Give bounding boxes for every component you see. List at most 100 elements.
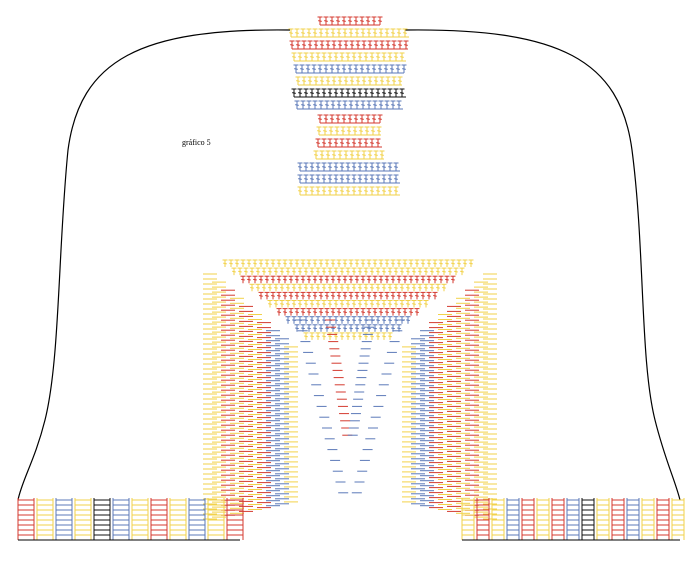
stitch-cross [295, 32, 299, 34]
stitch-cross [277, 311, 281, 313]
stitch-cross [328, 92, 332, 94]
stitch-cross [382, 270, 386, 273]
stitch-cross [332, 154, 336, 156]
stitch-cross [398, 44, 402, 46]
stitch-cross [241, 262, 245, 265]
stitch-cross [290, 44, 294, 46]
stitch-cross [372, 20, 376, 22]
stitch-cross [394, 92, 398, 94]
stitch-cross [320, 44, 324, 46]
stitch-cross [355, 278, 359, 281]
stitch-cross [334, 286, 338, 289]
stitch-cross [360, 20, 364, 22]
stitch-cross [256, 270, 260, 273]
stitch-cross [350, 154, 354, 156]
stitch-cross [382, 92, 386, 94]
stitch-cross [253, 278, 257, 281]
stitch-cross [355, 32, 359, 34]
stitch-cross [367, 327, 371, 330]
stitch-cross [436, 270, 440, 273]
stitch-cross [320, 80, 324, 82]
stitch-cross [394, 303, 398, 305]
stitch-cross [343, 311, 347, 313]
stitch-cross [310, 166, 314, 168]
stitch-cross [368, 80, 372, 82]
stitch-cross [328, 286, 332, 289]
stitch-cross [322, 335, 326, 338]
stitch-cross [400, 303, 404, 305]
stitch-cross [378, 20, 382, 22]
stitch-cross [338, 44, 342, 46]
stitch-cross [430, 270, 434, 273]
stitch-cross [274, 303, 278, 305]
stitch-cross [295, 295, 299, 297]
stitch-cross [326, 154, 330, 156]
stitch-cross [370, 190, 374, 192]
stitch-cross [392, 44, 396, 46]
stitch-cross [348, 20, 352, 22]
stitch-cross [382, 286, 386, 289]
stitch-cross [301, 295, 305, 297]
stitch-cross [433, 278, 437, 281]
stitch-cross [355, 295, 359, 297]
stitch-cross [378, 68, 382, 70]
stitch-cross [280, 303, 284, 305]
stitch-cross [367, 104, 371, 106]
stitch-cross [330, 118, 334, 120]
stitch-cross [421, 295, 425, 297]
stitch-cross [340, 303, 344, 305]
stitch-cross [368, 154, 372, 156]
stitch-cross [398, 80, 402, 82]
stitch-cross [391, 104, 395, 106]
stitch-cross [352, 286, 356, 289]
stitch-cross [368, 44, 372, 46]
stitch-cross [337, 262, 341, 265]
stitch-cross [367, 32, 371, 34]
stitch-cross [448, 270, 452, 273]
stitch-cross [385, 311, 389, 313]
stitch-cross [334, 270, 338, 273]
stitch-cross [289, 262, 293, 265]
stitch-cross [388, 270, 392, 273]
stitch-cross [334, 178, 338, 180]
stitch-cross [292, 286, 296, 289]
stitch-cross [302, 44, 306, 46]
stitch-cross [379, 262, 383, 265]
stitch-cross [349, 311, 353, 313]
neck-chart [288, 16, 409, 196]
stitch-cross [314, 80, 318, 82]
stitch-cross [394, 190, 398, 192]
stitch-cross [352, 335, 356, 338]
stitch-cross [376, 142, 380, 144]
stitch-cross [325, 262, 329, 265]
stitch-cross [385, 327, 389, 330]
stitch-cross [406, 303, 410, 305]
stitch-cross [328, 166, 332, 168]
stitch-cross [256, 286, 260, 289]
stitch-cross [463, 262, 467, 265]
stitch-cross [343, 295, 347, 297]
stitch-cross [328, 190, 332, 192]
stitch-cross [397, 262, 401, 265]
stitch-cross [307, 327, 311, 330]
stitch-cross [364, 335, 368, 338]
stitch-cross [379, 327, 383, 330]
stitch-cross [355, 104, 359, 106]
stitch-cross [322, 56, 326, 58]
stitch-cross [352, 270, 356, 273]
stitch-cross [415, 278, 419, 281]
stitch-cross [337, 327, 341, 330]
stitch-cross [223, 262, 227, 265]
stitch-cross [319, 262, 323, 265]
stitch-cross [360, 118, 364, 120]
stitch-cross [314, 44, 318, 46]
stitch-cross [316, 142, 320, 144]
stitch-cross [358, 166, 362, 168]
stitch-cross [304, 286, 308, 289]
stitch-cross [310, 190, 314, 192]
stitch-cross [360, 68, 364, 70]
stitch-cross [229, 262, 233, 265]
stitch-cross [386, 80, 390, 82]
stitch-cross [400, 56, 404, 58]
stitch-cross [342, 68, 346, 70]
